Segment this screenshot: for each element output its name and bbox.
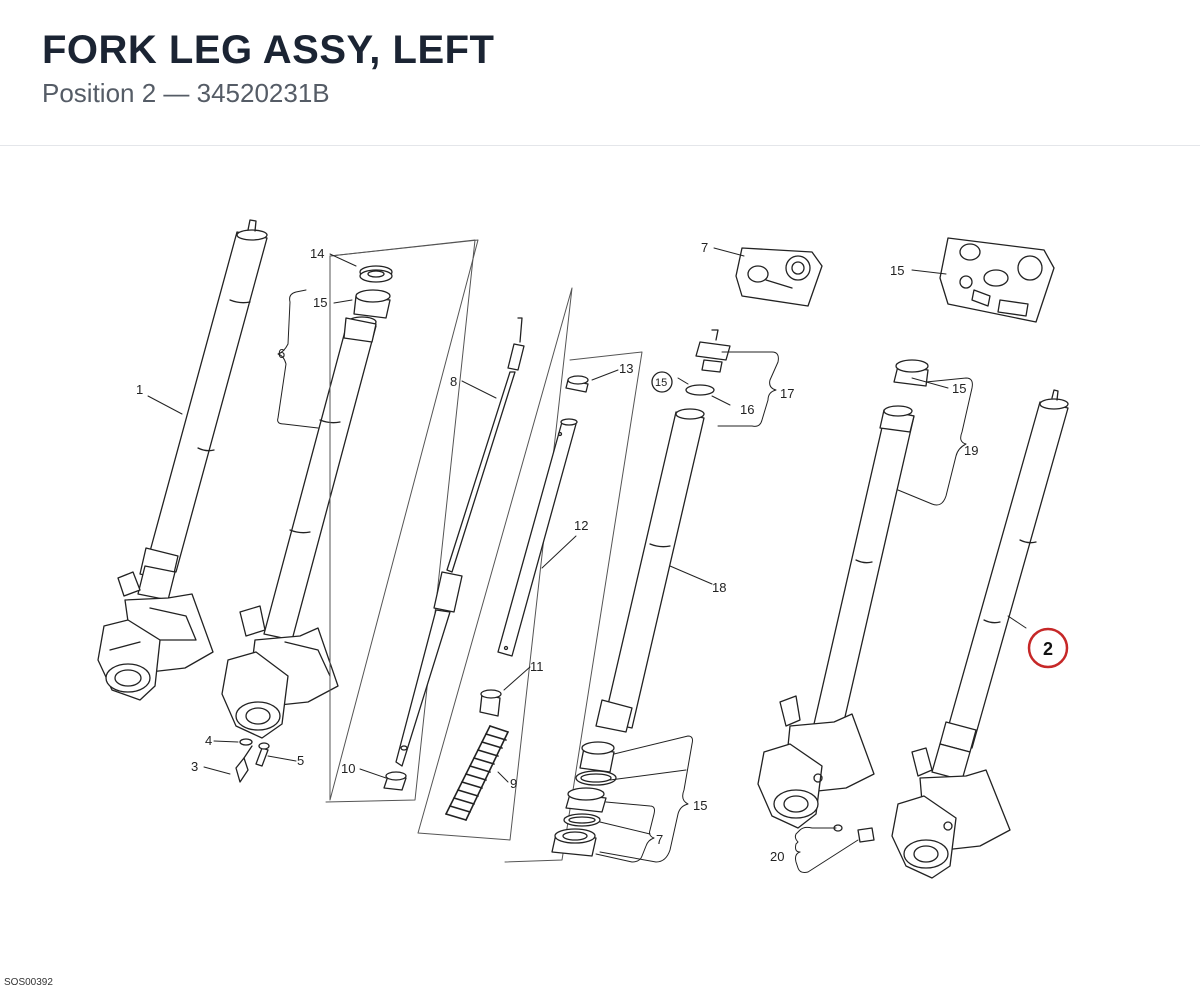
seal-stack-15: [551, 741, 617, 857]
callout-20: 20: [770, 849, 784, 864]
callout-1: 1: [136, 382, 143, 397]
drawing-code: SOS00392: [4, 977, 53, 988]
callout-19: 19: [964, 443, 978, 458]
header-divider: [0, 145, 1200, 146]
callout-15-stack: 15: [693, 798, 707, 813]
bushing-15-right: [893, 359, 929, 387]
callout-15-left: 15: [313, 295, 327, 310]
o-ring-16: [685, 384, 715, 396]
page-header: FORK LEG ASSY, LEFT Position 2 — 3452023…: [0, 0, 1200, 146]
seal-14: [359, 265, 393, 283]
callout-10: 10: [341, 761, 355, 776]
callout-14: 14: [310, 246, 324, 261]
callout-11: 11: [530, 659, 544, 674]
callout-5: 5: [297, 753, 304, 768]
callout-17: 17: [780, 386, 794, 401]
spring-9: [445, 725, 509, 821]
fork-leg-1: [97, 219, 268, 701]
leader-lines: [147, 247, 1027, 873]
fork-leg-19: [757, 405, 915, 829]
kit-15: [939, 237, 1055, 323]
page-subtitle: Position 2 — 34520231B: [42, 78, 330, 108]
callout-6: 6: [278, 346, 285, 361]
cartridge-cap-17: [695, 329, 731, 373]
callout-13: 13: [619, 361, 633, 376]
callout-7-bottom: 7: [656, 832, 663, 847]
callout-7-top: 7: [701, 240, 708, 255]
highlight-callout-2[interactable]: 2: [1027, 627, 1069, 669]
callout-15-kit: 15: [890, 263, 904, 278]
washer-10: [383, 771, 407, 791]
spacer-11: [479, 689, 502, 717]
bolts-3-4-5: [235, 738, 270, 783]
exploded-parts-diagram: 1 3 4 5 6 7 7 8 9 10 11 12 13 14 15 15 1…: [97, 219, 1069, 879]
callout-4: 4: [205, 733, 212, 748]
callout-2-number: 2: [1043, 639, 1053, 659]
bleed-screw-20: [833, 824, 875, 843]
callout-9: 9: [510, 776, 517, 791]
fork-leg-6: [221, 316, 377, 739]
callout-15-right: 15: [952, 381, 966, 396]
callout-15-circled: 15: [655, 377, 667, 389]
outer-tube-18: [595, 408, 705, 733]
fork-leg-2: [891, 389, 1069, 879]
circled-ref-15: [651, 371, 673, 393]
damper-rod-8: [395, 317, 525, 767]
callout-12: 12: [574, 518, 588, 533]
tube-12: [497, 418, 578, 657]
callout-18: 18: [712, 580, 726, 595]
callout-8: 8: [450, 374, 457, 389]
page-title: FORK LEG ASSY, LEFT: [42, 28, 495, 72]
callout-16: 16: [740, 402, 754, 417]
kit-7: [735, 247, 823, 307]
callout-3: 3: [191, 759, 198, 774]
bushing-15-top: [353, 289, 391, 319]
cap-13: [565, 375, 589, 393]
